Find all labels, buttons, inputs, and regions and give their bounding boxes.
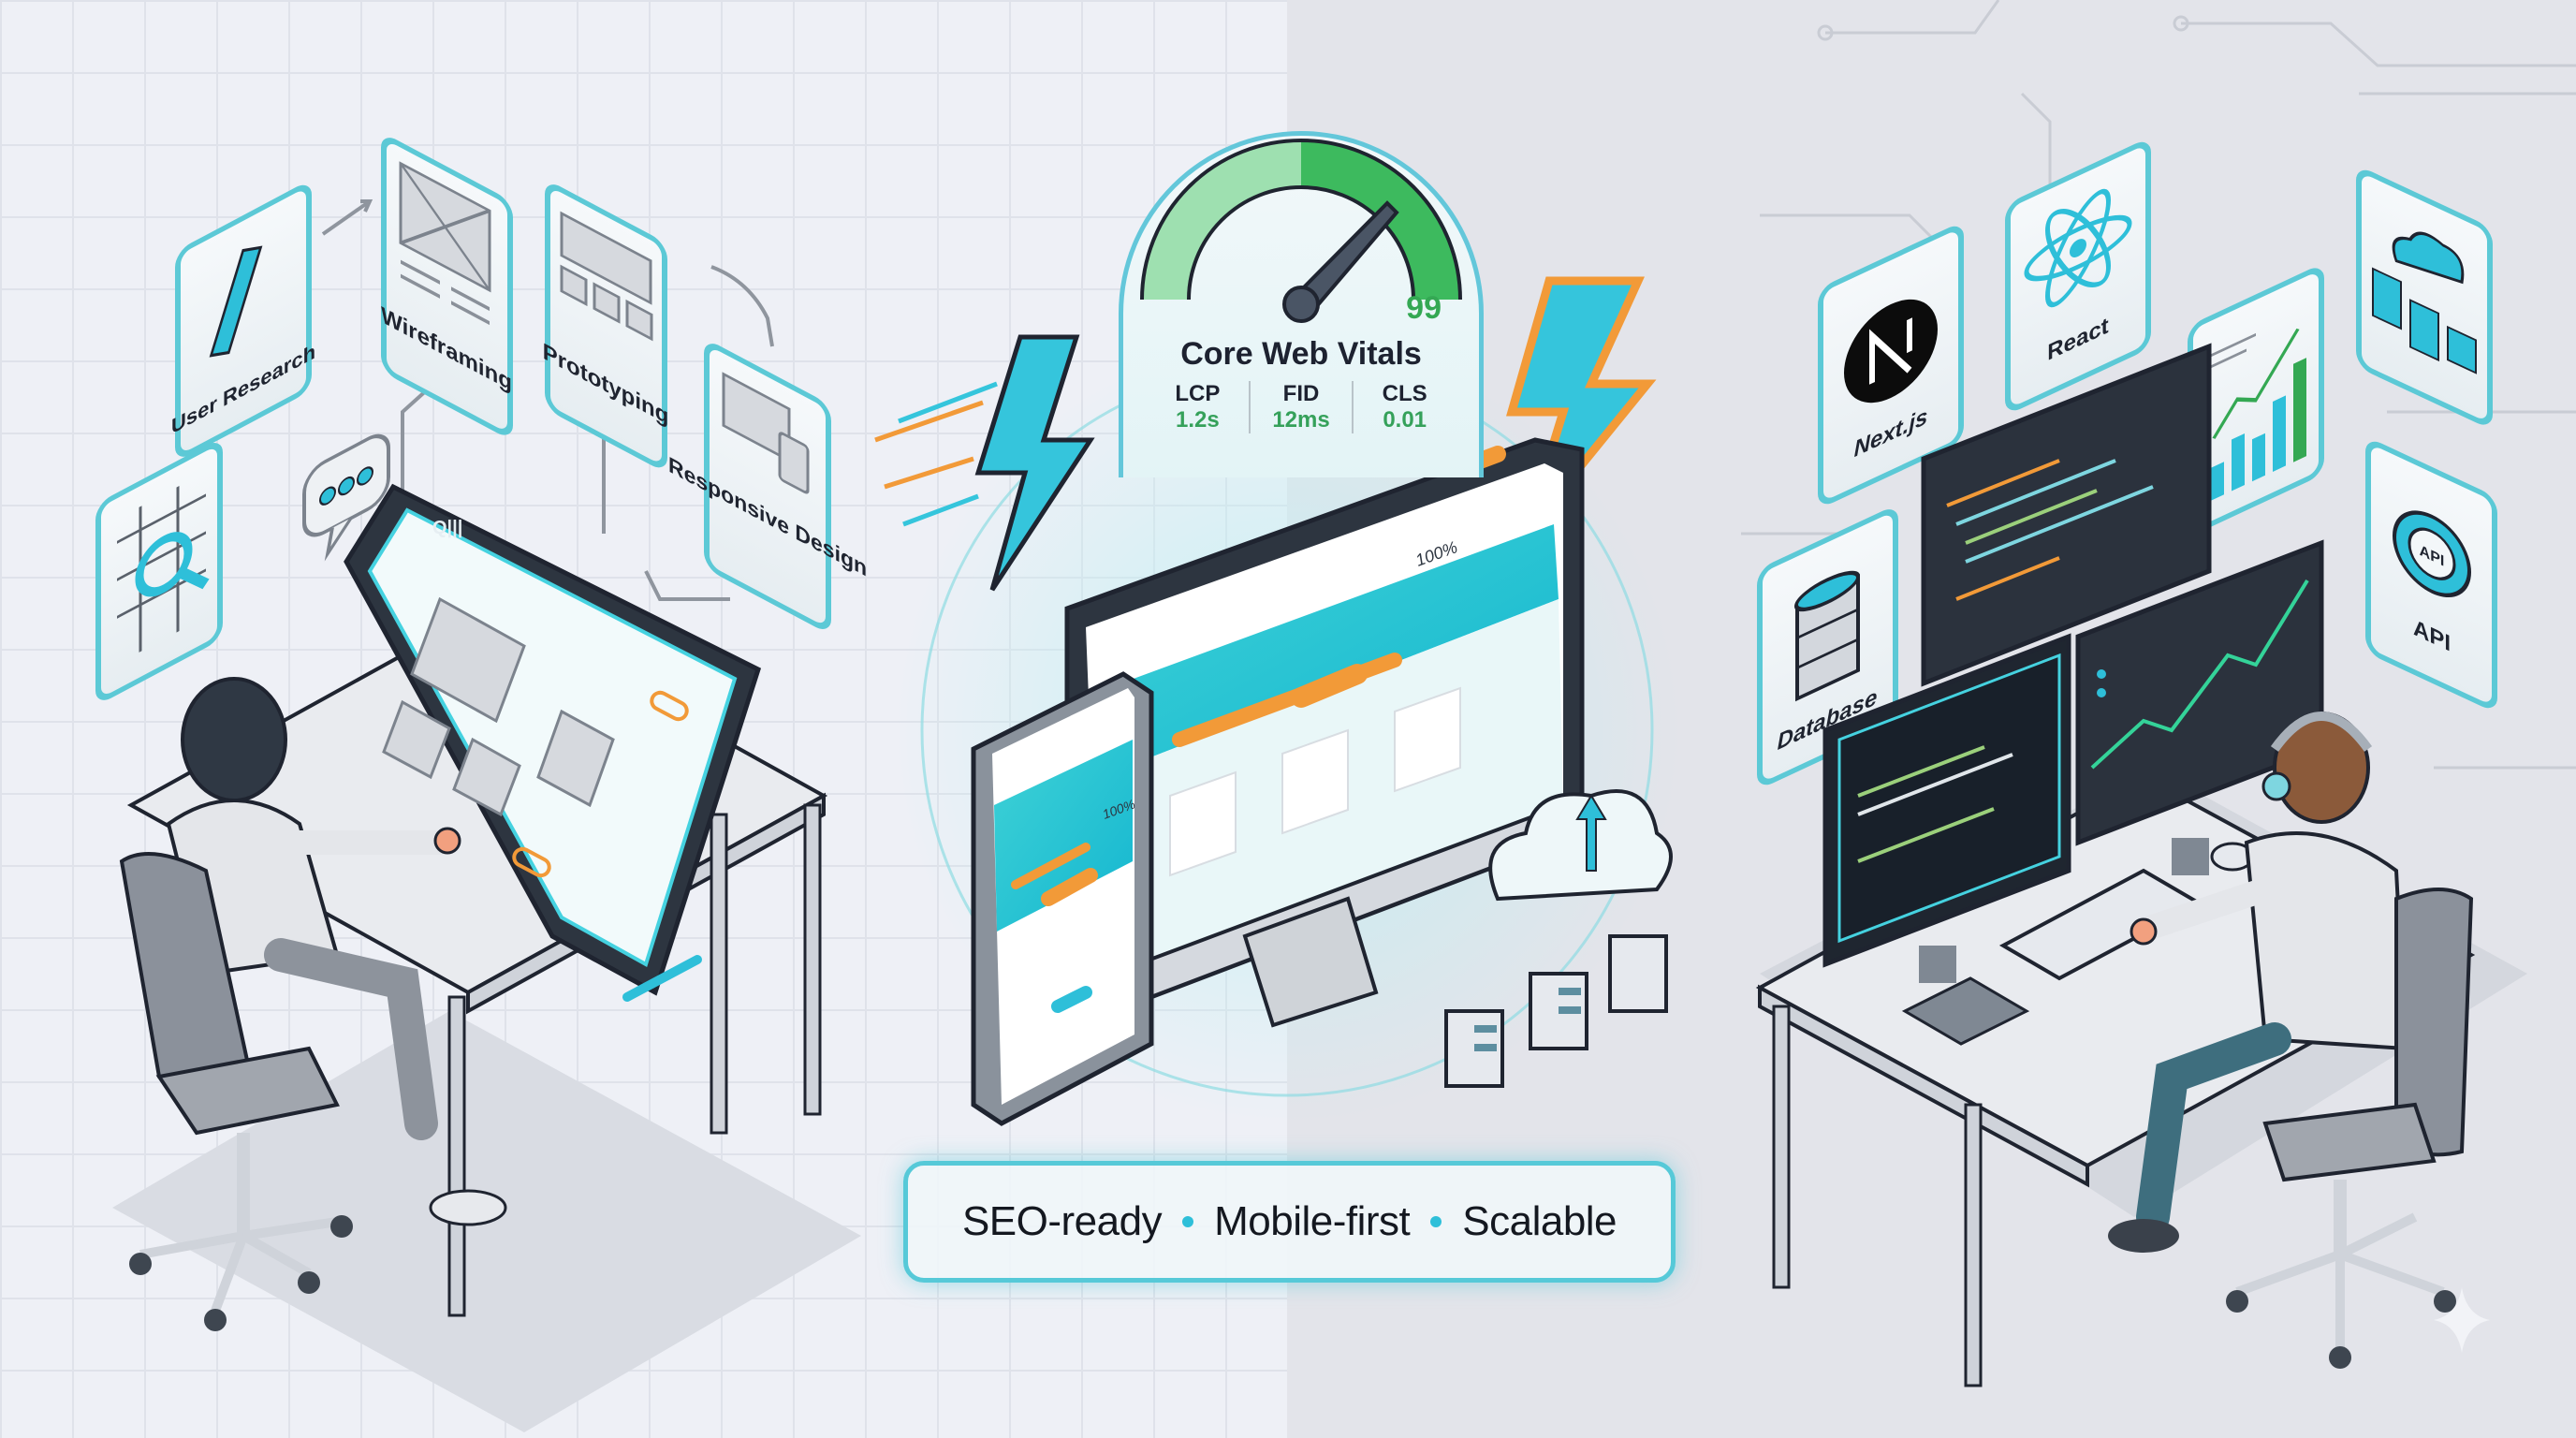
developer-person: [2108, 712, 2408, 1253]
svg-text:Q|||: Q|||: [432, 518, 462, 538]
card-api: API API: [2365, 441, 2497, 709]
bullet-dot-icon: [1182, 1216, 1194, 1227]
terminal-monitor: [1822, 633, 2071, 983]
cloud-network-icon: [2356, 169, 2493, 425]
design-tablet: Q|||: [344, 483, 762, 996]
card-wireframing: Wireframing: [381, 138, 513, 435]
tagline-scalable: Scalable: [1462, 1198, 1617, 1244]
card-nextjs: Next.js: [1818, 226, 1964, 505]
circuit-lines: [1741, 0, 2576, 770]
cloud-upload-servers: [1444, 789, 1673, 1088]
designer-chair: [119, 852, 353, 1331]
desktop-monitor: 100%: [1064, 437, 1586, 1028]
card-prototyping: Prototyping: [543, 184, 668, 468]
growth-chart-icon: [2188, 268, 2324, 533]
magnifier-grid-icon: [95, 443, 223, 700]
developer-chair: [2226, 888, 2474, 1369]
metric-label: LCP: [1175, 381, 1221, 406]
lightning-bolt-left-icon: [874, 334, 1095, 592]
card-react: React: [2005, 141, 2151, 411]
metric-value: 0.01: [1383, 407, 1427, 433]
card-user-research: User Research: [171, 184, 315, 457]
card-responsive-design: Responsive Design: [668, 344, 867, 629]
metric-value: 12ms: [1272, 407, 1330, 433]
tagline-mobile: Mobile-first: [1214, 1198, 1411, 1244]
metric-label: CLS: [1382, 381, 1427, 406]
metric-lcp: LCP 1.2s: [1147, 381, 1251, 433]
performance-score: 99: [1406, 290, 1442, 326]
vitals-title: Core Web Vitals: [1180, 336, 1422, 372]
metric-cls: CLS 0.01: [1354, 381, 1456, 433]
metric-label: FID: [1282, 381, 1320, 406]
chat-bubble-icon: [302, 433, 390, 562]
sparkle-icon: [2434, 1287, 2490, 1353]
metric-value: 1.2s: [1175, 407, 1220, 433]
tagline-seo: SEO-ready: [961, 1198, 1163, 1244]
bullet-dot-icon: [1430, 1216, 1442, 1227]
mobile-phone: 100%: [971, 671, 1154, 1126]
stylus-icon: [622, 955, 702, 1002]
code-monitor-top: [1921, 343, 2212, 687]
tagline-banner: SEO-ready Mobile-first Scalable: [903, 1161, 1676, 1283]
core-web-vitals-card: 99 Core Web Vitals LCP 1.2s FID 12ms CLS…: [1119, 131, 1484, 477]
metric-fid: FID 12ms: [1251, 381, 1354, 433]
gauge-icon: [1140, 139, 1462, 323]
vitals-metrics: LCP 1.2s FID 12ms CLS 0.01: [1147, 381, 1456, 433]
